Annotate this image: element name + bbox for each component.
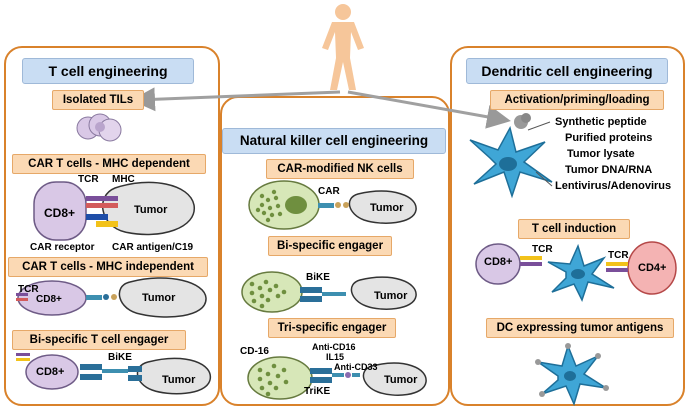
tumor-label-2: Tumor — [142, 292, 176, 304]
list-item: Tumor DNA/RNA — [565, 164, 653, 176]
anti-cd33-label: Anti-CD33 — [334, 362, 378, 372]
cd4-label-dc: CD4+ — [638, 262, 667, 274]
car-antigen-label: CAR antigen/C19 — [112, 242, 194, 253]
tcr-label: TCR — [78, 174, 99, 185]
arrow-to-dc — [347, 90, 511, 129]
mhc-label: MHC — [112, 174, 135, 185]
nk-trike-illustration — [247, 356, 427, 400]
bike-label-t: BiKE — [108, 352, 132, 363]
bispecific-t-illustration — [16, 353, 212, 395]
activation-label: Activation/priming/loading — [490, 90, 664, 110]
bike-label-nk: BiKE — [306, 272, 330, 283]
cd8-label-2: CD8+ — [36, 294, 62, 305]
cd8-label-3: CD8+ — [36, 366, 65, 378]
nk-car-illustration — [248, 180, 417, 230]
il15-label: IL15 — [326, 352, 345, 362]
car-t-mhc-indep-illustration — [16, 277, 207, 318]
trispecific-nk-label: Tri-specific engager — [268, 318, 396, 338]
car-label-nk: CAR — [318, 186, 340, 197]
cd8-label-1: CD8+ — [44, 206, 76, 220]
dc-loading-list: Synthetic peptide Purified proteins Tumo… — [555, 114, 671, 194]
list-item: Tumor lysate — [567, 148, 635, 160]
list-item: Purified proteins — [565, 132, 653, 144]
list-item: Synthetic peptide — [555, 116, 647, 128]
tumor-label-nk2: Tumor — [374, 290, 408, 302]
tcell-title: T cell engineering — [22, 58, 194, 84]
til-cells-icon — [76, 113, 122, 142]
tcell-induction-illustration — [475, 241, 677, 302]
nk-title: Natural killer cell engineering — [222, 128, 446, 154]
car-modified-nk-label: CAR-modified NK cells — [266, 159, 414, 179]
isolated-tils-label: Isolated TILs — [52, 90, 144, 110]
human-figure-icon — [322, 4, 364, 90]
car-mhc-indep-label: CAR T cells - MHC independent — [8, 257, 208, 277]
tumor-label-3: Tumor — [162, 374, 196, 386]
bispecific-nk-label: Bi-specific engager — [268, 236, 392, 256]
tcr-label-dc1: TCR — [532, 244, 553, 255]
cd8-label-dc: CD8+ — [484, 256, 513, 268]
car-receptor-label: CAR receptor — [30, 242, 95, 253]
dendritic-cell-icon — [469, 113, 553, 199]
tumor-label-nk3: Tumor — [384, 374, 418, 386]
dc-title: Dendritic cell engineering — [466, 58, 668, 84]
dc-expressing-label: DC expressing tumor antigens — [486, 318, 674, 338]
trike-label: TriKE — [304, 386, 331, 397]
car-t-mhc-dep-illustration — [33, 181, 195, 241]
tcr-label-dc2: TCR — [608, 250, 629, 261]
tumor-label-nk1: Tumor — [370, 202, 404, 214]
bispecific-t-label: Bi-specific T cell engager — [12, 330, 186, 350]
tcr-label-2: TCR — [18, 284, 39, 295]
nk-bike-illustration — [241, 271, 417, 313]
car-mhc-dep-label: CAR T cells - MHC dependent — [12, 154, 206, 174]
tcell-induction-label: T cell induction — [518, 219, 630, 239]
list-item: Lentivirus/Adenovirus — [555, 180, 672, 192]
cd16-label: CD-16 — [240, 346, 269, 357]
arrow-to-tcell — [131, 87, 341, 112]
dc-antigens-icon — [535, 343, 609, 407]
tumor-label-1: Tumor — [134, 204, 168, 216]
anti-cd16-label: Anti-CD16 — [312, 342, 356, 352]
